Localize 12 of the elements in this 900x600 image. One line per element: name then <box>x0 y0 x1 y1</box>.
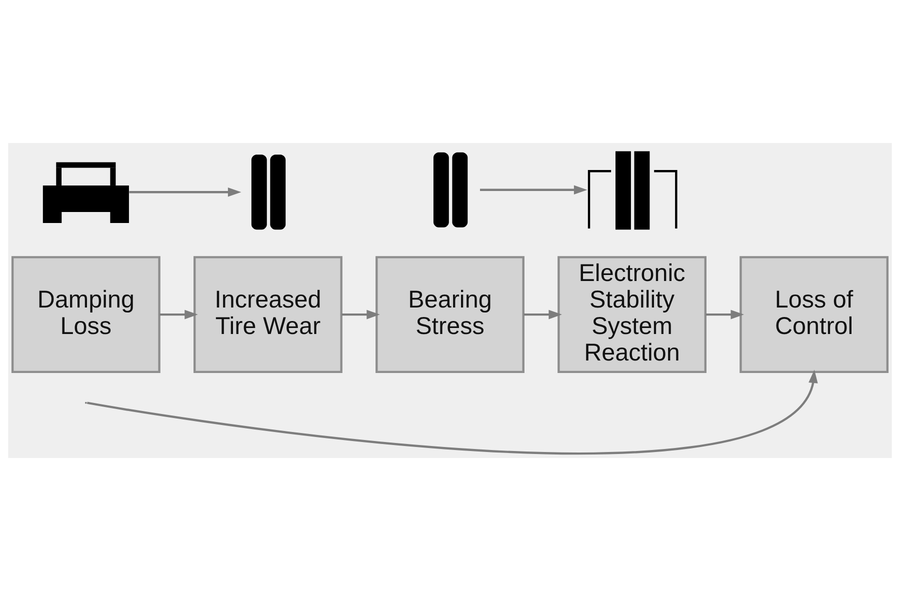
node-box: Loss of Control <box>740 256 889 373</box>
node-box: Damping Loss <box>11 256 160 373</box>
arrow <box>480 184 588 194</box>
arrow <box>129 186 242 196</box>
arrow <box>524 309 562 319</box>
arrow <box>706 309 744 319</box>
node-box: Electronic Stability System Reaction <box>558 256 706 373</box>
node-box: Bearing Stress <box>376 256 524 373</box>
arrow <box>86 369 818 454</box>
arrow <box>342 309 380 319</box>
arrow <box>160 309 198 319</box>
node-box: Increased Tire Wear <box>194 256 342 373</box>
